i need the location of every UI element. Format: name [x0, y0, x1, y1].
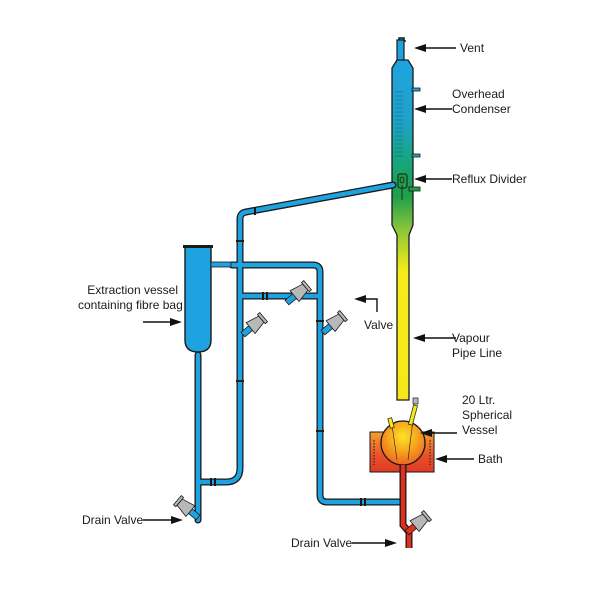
arrow-drain-left [143, 516, 183, 524]
arrow-reflux-divider [414, 175, 452, 183]
main-column [391, 37, 421, 401]
valve-right [320, 310, 349, 336]
extraction-vessel [183, 245, 232, 353]
label-bath: Bath [478, 452, 503, 466]
label-drain-valve-right: Drain Valve [291, 536, 353, 550]
arrow-bath [435, 455, 474, 463]
drain-line [399, 465, 413, 548]
drain-valve-left [172, 495, 201, 521]
arrow-extraction-vessel [143, 318, 182, 326]
label-overhead-condenser: Overhead Condenser [452, 87, 511, 116]
label-reflux-divider: Reflux Divider [452, 172, 527, 186]
valve-upper [284, 280, 313, 306]
reflux-divider [397, 173, 421, 200]
label-valve: Valve [364, 318, 394, 332]
valve-left [240, 312, 269, 338]
arrow-vent [414, 44, 456, 52]
label-spherical-vessel: 20 Ltr. Spherical Vessel [462, 393, 513, 437]
solvent-pipework [194, 181, 406, 524]
arrow-condenser [414, 105, 452, 113]
condenser-coil [395, 91, 403, 157]
arrow-drain-right [352, 539, 397, 547]
label-vent: Vent [460, 41, 485, 55]
label-drain-valve-left: Drain Valve [82, 513, 144, 527]
arrow-valve [354, 295, 378, 312]
arrow-vapour [413, 334, 456, 342]
arrow-spherical-vessel [420, 429, 457, 437]
drain-valve-right [404, 510, 433, 536]
label-vapour-pipe-line: Vapour Pipe Line [452, 331, 503, 360]
label-extraction-vessel: Extraction vessel containing fibre bag [78, 283, 183, 312]
spherical-vessel [380, 397, 426, 466]
